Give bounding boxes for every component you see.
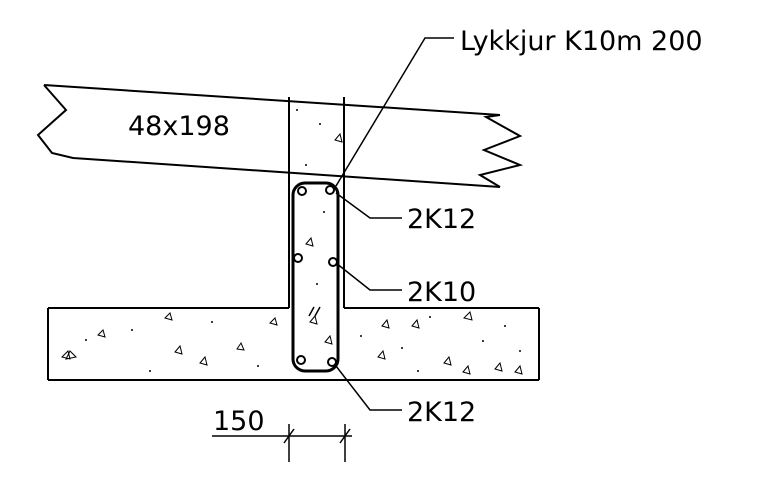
rebar-bottom-left	[296, 355, 306, 365]
dimension-label: 150	[213, 406, 265, 437]
section-break-mark	[308, 306, 321, 317]
leader-lines	[335, 37, 454, 411]
middle-rebar-label: 2K10	[407, 277, 476, 308]
rebar-mid-left	[293, 253, 303, 263]
leader-stirrup	[335, 37, 454, 187]
leader-bottom-rebar	[335, 365, 402, 411]
stirrup-label: Lykkjur K10m 200	[460, 26, 703, 57]
rebar-top-left	[297, 186, 307, 196]
concrete-slab	[47, 307, 540, 381]
top-rebar-label: 2K12	[407, 204, 476, 235]
concrete-wall	[288, 97, 345, 308]
stirrup	[291, 181, 340, 373]
leader-middle-rebar	[335, 262, 402, 291]
rebar-mid-right	[328, 257, 338, 267]
bottom-rebar-label: 2K12	[407, 397, 476, 428]
timber-beam	[36, 84, 524, 188]
rebar-bottom-right	[327, 357, 337, 367]
rebar-top-right	[325, 185, 335, 195]
concrete-hatching	[61, 109, 523, 375]
dimension-150	[212, 424, 352, 462]
leader-top-rebar	[335, 192, 402, 219]
rebar-bars	[293, 185, 338, 367]
beam-label: 48x198	[128, 111, 230, 142]
